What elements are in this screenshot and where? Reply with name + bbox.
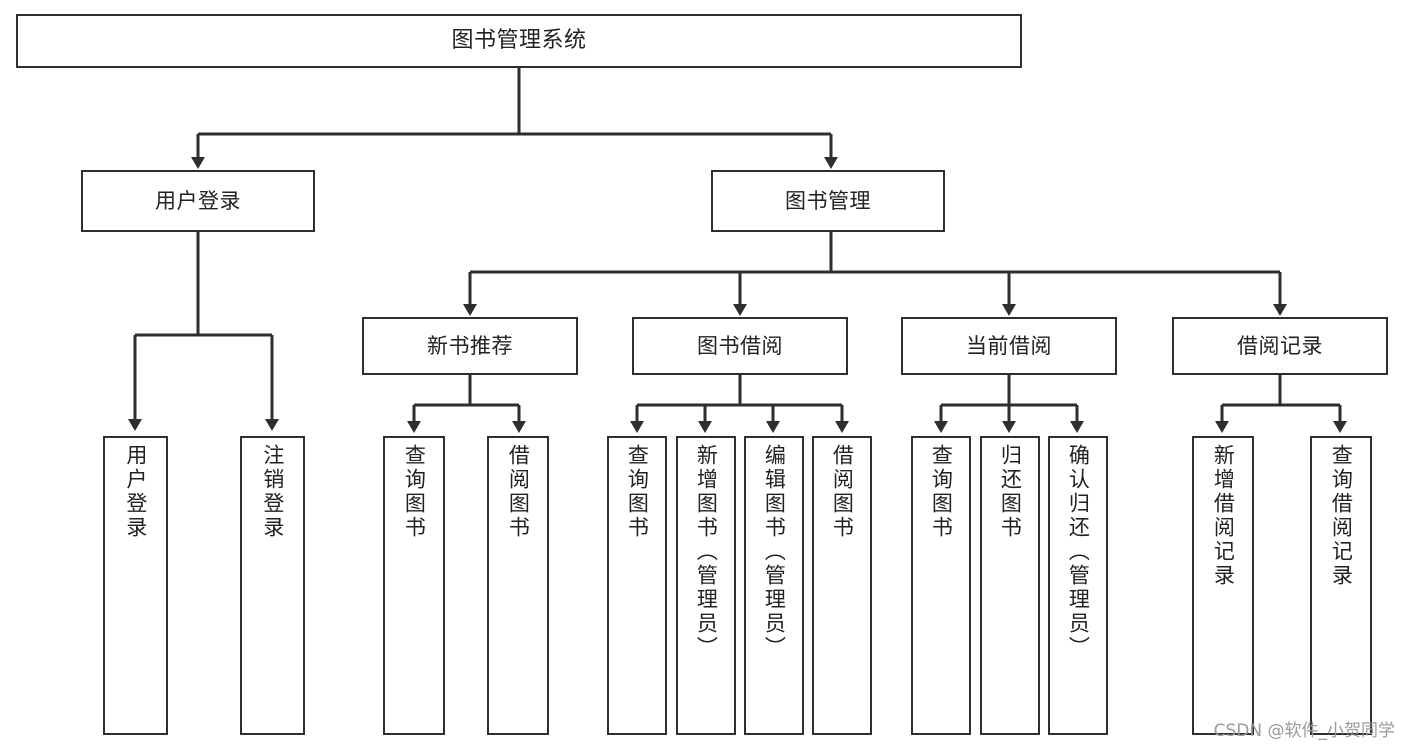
- node-user-login-label: 用户登录: [155, 188, 241, 213]
- node-leaf-user-logout[interactable]: 注销登录: [240, 436, 305, 735]
- node-root[interactable]: 图书管理系统: [16, 14, 1022, 68]
- node-leaf-user-logout-label: 注销登录: [260, 444, 285, 540]
- node-leaf-user-login[interactable]: 用户登录: [103, 436, 168, 735]
- node-leaf-user-login-label: 用户登录: [123, 444, 148, 540]
- node-leaf-recommend-query-label: 查询图书: [402, 444, 427, 540]
- node-leaf-recommend-query[interactable]: 查询图书: [383, 436, 445, 735]
- node-leaf-record-query-label: 查询借阅记录: [1329, 444, 1354, 588]
- node-current-borrow[interactable]: 当前借阅: [901, 317, 1117, 375]
- node-leaf-borrow-edit-label: 编辑图书（管理员）: [762, 444, 787, 660]
- node-leaf-current-query-label: 查询图书: [929, 444, 954, 540]
- node-leaf-record-add-label: 新增借阅记录: [1211, 444, 1236, 588]
- node-leaf-recommend-borrow[interactable]: 借阅图书: [487, 436, 549, 735]
- node-book-borrow-label: 图书借阅: [697, 333, 783, 358]
- node-book-borrow[interactable]: 图书借阅: [632, 317, 848, 375]
- node-leaf-current-confirm-label: 确认归还（管理员）: [1066, 444, 1091, 660]
- node-current-borrow-label: 当前借阅: [966, 333, 1052, 358]
- node-borrow-record-label: 借阅记录: [1237, 333, 1323, 358]
- node-leaf-borrow-query-label: 查询图书: [625, 444, 650, 540]
- node-borrow-record[interactable]: 借阅记录: [1172, 317, 1388, 375]
- node-book-manage[interactable]: 图书管理: [711, 170, 945, 232]
- node-leaf-borrow-query[interactable]: 查询图书: [607, 436, 667, 735]
- node-leaf-current-confirm[interactable]: 确认归还（管理员）: [1048, 436, 1108, 735]
- node-leaf-borrow-edit[interactable]: 编辑图书（管理员）: [744, 436, 804, 735]
- node-leaf-borrow-borrow[interactable]: 借阅图书: [812, 436, 872, 735]
- node-root-label: 图书管理系统: [451, 28, 587, 54]
- node-leaf-recommend-borrow-label: 借阅图书: [506, 444, 531, 540]
- node-book-manage-label: 图书管理: [785, 188, 871, 213]
- node-leaf-current-return[interactable]: 归还图书: [980, 436, 1040, 735]
- node-user-login[interactable]: 用户登录: [81, 170, 315, 232]
- node-leaf-borrow-borrow-label: 借阅图书: [830, 444, 855, 540]
- node-leaf-record-query[interactable]: 查询借阅记录: [1310, 436, 1372, 735]
- watermark-text: CSDN @软件_小贺同学: [1213, 721, 1395, 741]
- node-leaf-current-return-label: 归还图书: [998, 444, 1023, 540]
- node-leaf-borrow-add[interactable]: 新增图书（管理员）: [676, 436, 736, 735]
- node-new-book-recommend[interactable]: 新书推荐: [362, 317, 578, 375]
- node-leaf-borrow-add-label: 新增图书（管理员）: [694, 444, 719, 660]
- node-leaf-current-query[interactable]: 查询图书: [911, 436, 971, 735]
- node-new-book-recommend-label: 新书推荐: [427, 333, 513, 358]
- node-leaf-record-add[interactable]: 新增借阅记录: [1192, 436, 1254, 735]
